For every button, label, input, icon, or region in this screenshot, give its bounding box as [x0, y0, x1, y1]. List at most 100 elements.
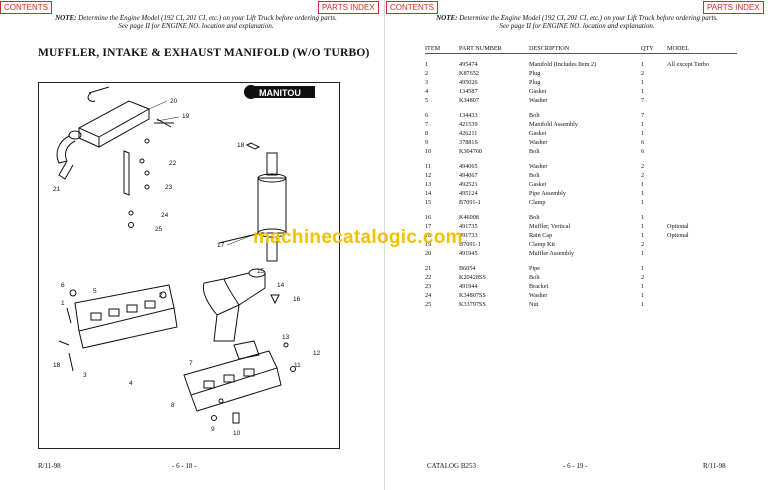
svg-text:21: 21	[53, 186, 61, 193]
svg-text:5: 5	[93, 288, 97, 295]
qty-cell: 7	[641, 97, 645, 104]
left-footer-revision: R/11-98	[38, 462, 61, 470]
description-cell: Bolt	[529, 214, 540, 221]
description-cell: Washer	[529, 163, 548, 170]
qty-cell: 6	[641, 139, 645, 146]
description-cell: Bolt	[529, 274, 540, 281]
model-cell: Optional	[667, 232, 689, 239]
svg-text:18: 18	[237, 142, 245, 149]
parts-list-table: ITEM PART NUMBER DESCRIPTION QTY MODEL 1…	[425, 43, 737, 309]
part-number-cell: 495026	[459, 79, 478, 86]
model-cell	[667, 147, 737, 156]
table-row: 5 K34807 Washer 7	[425, 96, 737, 105]
model-cell	[667, 198, 737, 207]
description-cell: Pipe Assembly	[529, 190, 566, 197]
description-cell: Washer	[529, 292, 548, 299]
description-cell: Plug	[529, 70, 541, 77]
svg-text:20: 20	[170, 98, 178, 105]
item-cell: 16	[425, 214, 432, 221]
part-number-cell: 134587	[459, 88, 478, 95]
header-qty: QTY	[641, 43, 667, 54]
page-title: MUFFLER, INTAKE & EXHAUST MANIFOLD (W/O …	[38, 47, 370, 59]
part-number-cell: 426211	[459, 130, 478, 137]
svg-text:11: 11	[294, 362, 301, 369]
qty-cell: 1	[641, 250, 645, 257]
svg-text:24: 24	[161, 212, 169, 219]
svg-text:2: 2	[159, 292, 163, 299]
note-prefix: NOTE:	[55, 14, 77, 22]
description-cell: Clamp Kit	[529, 241, 555, 248]
model-cell: Optional	[667, 223, 689, 230]
left-footer-page-number: - 6 - 18 -	[172, 462, 197, 470]
qty-cell: 1	[641, 265, 645, 272]
svg-text:25: 25	[155, 226, 163, 233]
model-cell	[667, 78, 737, 87]
item-cell: 17	[425, 223, 432, 230]
part-number-cell: 491733	[459, 232, 478, 239]
item-cell: 1	[425, 61, 429, 68]
part-number-cell: K87652	[459, 70, 479, 77]
qty-cell: 1	[641, 88, 645, 95]
item-cell: 3	[425, 79, 429, 86]
part-number-cell: K46008	[459, 214, 479, 221]
qty-cell: 2	[641, 241, 645, 248]
note-line2-right: See page II for ENGINE NO. location and …	[499, 22, 655, 30]
qty-cell: 2	[641, 163, 645, 170]
item-cell: 20	[425, 250, 432, 257]
description-cell: Manifold Assembly	[529, 121, 578, 128]
qty-cell: 2	[641, 70, 645, 77]
model-cell	[667, 264, 737, 273]
contents-button-right[interactable]: CONTENTS	[386, 1, 438, 14]
left-page: CONTENTS PARTS INDEX NOTE: Determine the…	[0, 1, 379, 470]
model-cell	[667, 213, 737, 222]
qty-cell: 1	[641, 61, 645, 68]
part-number-cell: K20428SS	[459, 274, 486, 281]
item-cell: 15	[425, 199, 432, 206]
item-cell: 2	[425, 70, 429, 77]
svg-text:13: 13	[282, 334, 290, 341]
exploded-parts-diagram: MANITOU	[38, 82, 340, 449]
pipe-assembly-drawing	[202, 268, 280, 342]
svg-text:4: 4	[129, 380, 133, 387]
item-cell: 22	[425, 274, 432, 281]
part-number-cell: B7091-1	[459, 241, 481, 248]
item-cell: 9	[425, 139, 429, 146]
svg-text:16: 16	[293, 296, 301, 303]
qty-cell: 1	[641, 232, 645, 239]
model-cell	[667, 273, 737, 282]
contents-button[interactable]: CONTENTS	[0, 1, 52, 14]
part-number-cell: 491944	[459, 283, 478, 290]
parts-index-button-right[interactable]: PARTS INDEX	[703, 1, 764, 14]
qty-cell: 2	[641, 172, 645, 179]
model-cell	[667, 189, 737, 198]
item-cell: 13	[425, 181, 432, 188]
exhaust-manifold-drawing	[183, 340, 296, 424]
model-cell	[667, 249, 737, 258]
item-cell: 5	[425, 97, 429, 104]
part-number-cell: 494065	[459, 163, 478, 170]
item-cell: 10	[425, 148, 432, 155]
svg-text:15: 15	[257, 268, 265, 275]
item-cell: 18	[425, 232, 432, 239]
parts-index-button[interactable]: PARTS INDEX	[318, 1, 379, 14]
svg-text:22: 22	[169, 160, 177, 167]
part-number-cell: K34807	[459, 97, 479, 104]
description-cell: Washer	[529, 97, 548, 104]
model-cell	[667, 138, 737, 147]
qty-cell: 1	[641, 190, 645, 197]
note-line1-right: Determine the Engine Model (192 CI, 201 …	[459, 14, 718, 22]
model-cell	[667, 87, 737, 96]
model-cell	[667, 282, 737, 291]
diagram-svg: MANITOU	[53, 85, 321, 437]
part-number-cell: K33797SS	[459, 301, 486, 308]
item-cell: 23	[425, 283, 432, 290]
part-number-cell: 491735	[459, 223, 478, 230]
